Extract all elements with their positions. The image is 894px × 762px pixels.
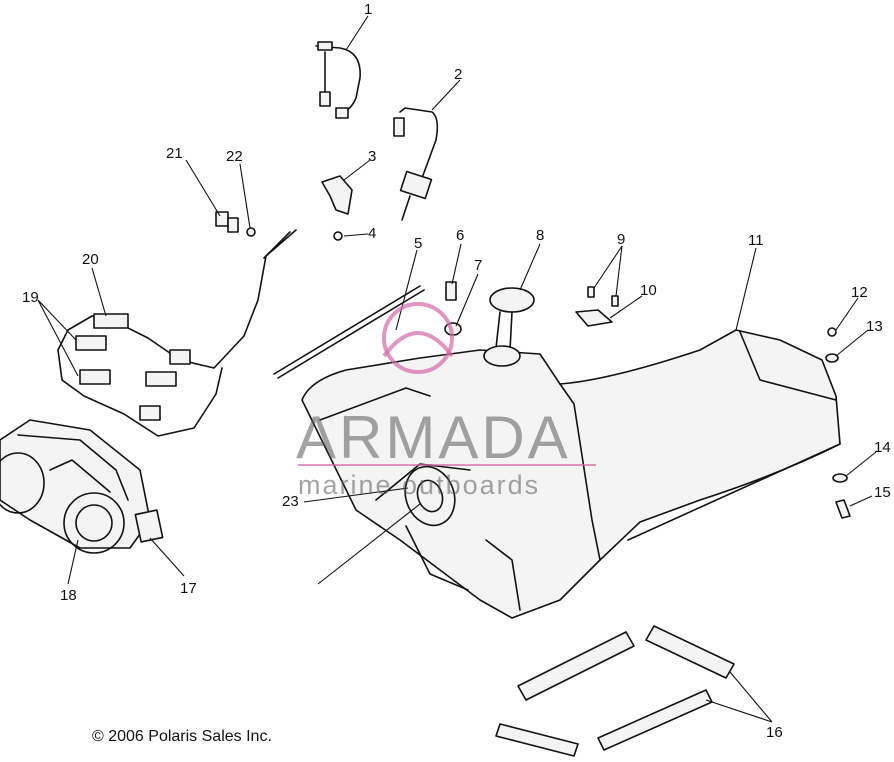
callout-labels: 1 2 3 4 5 6 7 8 9 10 11 12 13 14 15 16 1…	[22, 1, 891, 741]
callout-14: 14	[874, 439, 891, 456]
callout-10: 10	[640, 282, 657, 299]
callout-1: 1	[364, 1, 372, 18]
bracket-part-10	[575, 309, 613, 327]
watermark-tagline: marine outboards	[298, 470, 540, 500]
washer-part-13	[825, 353, 839, 363]
fuel-line-part-1	[315, 41, 361, 119]
fitting-part-21	[215, 211, 239, 233]
vent-tube-part-5	[273, 285, 425, 379]
fuel-cap-part-8	[483, 287, 535, 367]
fittings-part-9	[587, 286, 619, 307]
callout-11: 11	[748, 232, 764, 249]
washer-part-22	[246, 227, 256, 237]
callout-22: 22	[226, 148, 243, 165]
washer-part-14	[832, 473, 848, 483]
callout-12: 12	[851, 284, 868, 301]
fitting-part-6	[445, 281, 457, 301]
callout-7: 7	[474, 257, 482, 274]
callout-13: 13	[866, 318, 883, 335]
pads-part-16	[495, 625, 735, 757]
callout-3: 3	[368, 148, 376, 165]
clamp-part-3	[321, 175, 353, 215]
callout-18: 18	[60, 587, 77, 604]
copyright-notice: © 2006 Polaris Sales Inc.	[92, 728, 272, 745]
injector-hose-assembly-part-20	[57, 229, 297, 437]
pump-cover-part-23	[404, 465, 456, 527]
callout-5: 5	[414, 235, 422, 252]
fuel-line-with-filter-part-2	[393, 107, 439, 221]
callout-21: 21	[166, 145, 183, 162]
callout-2: 2	[454, 66, 462, 83]
callout-23: 23	[282, 493, 299, 510]
fitting-part-4	[333, 231, 343, 241]
callout-17: 17	[180, 580, 197, 597]
armada-watermark: ARMADA marine outboards	[296, 302, 596, 500]
pin-part-15	[835, 499, 851, 519]
callout-8: 8	[536, 227, 544, 244]
nut-part-12	[827, 327, 837, 337]
callout-15: 15	[874, 484, 891, 501]
callout-6: 6	[456, 227, 464, 244]
callout-19: 19	[22, 289, 39, 306]
fuel-tank-part-11	[301, 329, 841, 619]
callout-4: 4	[368, 225, 376, 242]
throttle-body-part-18	[0, 419, 151, 554]
watermark-brand: ARMADA	[296, 404, 571, 471]
sensor-part-17	[134, 509, 164, 543]
leader-lines	[37, 15, 877, 723]
callout-9: 9	[617, 231, 625, 248]
callout-16: 16	[766, 724, 783, 741]
callout-20: 20	[82, 251, 99, 268]
